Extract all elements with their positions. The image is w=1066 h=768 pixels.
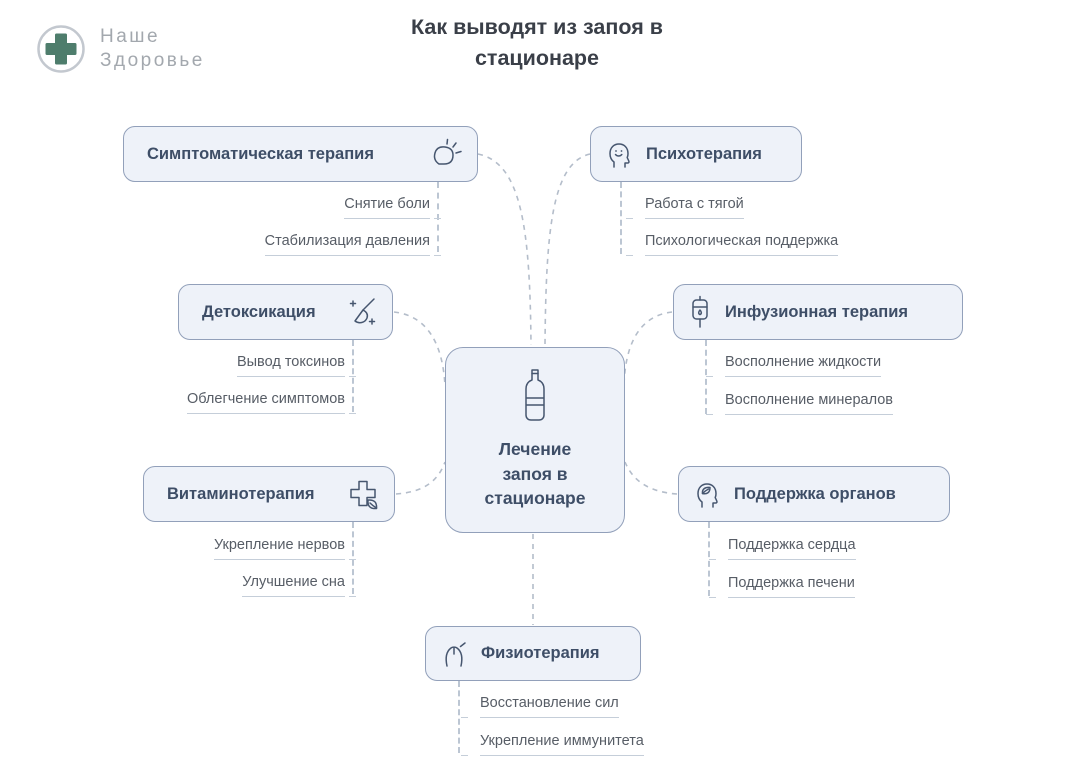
sub-item: Работа с тягой [626,196,744,219]
center-node-treatment: Лечение запоя в стационаре [445,347,625,533]
branch-label: Витаминотерапия [167,484,315,503]
head-smile-icon [604,139,634,169]
branch-dropline [437,182,439,252]
branch-dropline [620,182,622,254]
branch-dropline [352,522,354,594]
sub-item: Улучшение сна [45,574,356,597]
connector-psychotherapy [544,153,591,346]
branch-node-physiotherapy: Физиотерапия [425,626,641,681]
medical-cross-leaf-icon [347,478,379,510]
sub-item: Укрепление нервов [45,537,356,560]
sub-item: Вывод токсинов [45,354,356,377]
branch-node-psychotherapy: Психотерапия [590,126,802,182]
branch-dropline [458,681,460,753]
page-title: Как выводят из запоя в стационаре [411,15,663,71]
sub-item: Восполнение жидкости [705,354,882,377]
branch-label: Симптоматическая терапия [147,144,374,163]
head-leaf-icon [692,479,722,509]
brand-name-line2: Здоровье [100,50,205,71]
connector-organs [624,461,678,495]
brand-name-line1: Наше [100,26,161,48]
branch-label: Поддержка органов [734,484,896,503]
branch-node-detoxification: Детоксикация [178,284,393,340]
sub-item: Снятие боли [130,196,441,219]
sub-item: Восстановление сил [461,695,619,718]
branch-node-symptomatic-therapy: Симптоматическая терапия [123,126,478,182]
sub-item: Психологическая поддержка [625,233,839,256]
sub-item: Восполнение минералов [706,392,893,415]
sub-item: Стабилизация давления [130,233,441,256]
branch-node-vitamin-therapy: Витаминотерапия [143,466,395,522]
branch-dropline [705,340,707,414]
connector-vitamins [395,461,446,495]
sub-item: Укрепление иммунитета [461,733,644,756]
broom-sparkle-icon [345,296,377,328]
iv-drip-icon [687,295,713,329]
sub-item: Поддержка сердца [709,537,856,560]
pain-relief-icon [428,138,462,170]
sub-item: Поддержка печени [709,575,855,598]
branch-node-infusion-therapy: Инфузионная терапия [673,284,963,340]
connector-infusion [623,311,673,387]
brand-name: Наше Здоровье [100,25,205,73]
sub-item: Облегчение симптомов [45,391,356,414]
branch-label: Детоксикация [202,302,316,321]
branch-node-organ-support: Поддержка органов [678,466,950,522]
branch-label: Инфузионная терапия [725,302,908,321]
connector-detoxification [393,311,446,387]
champagne-bottle-icon [522,368,548,427]
branch-dropline [708,522,710,596]
brand-logo: Наше Здоровье [36,24,205,74]
medical-cross-logo-icon [36,24,86,74]
massage-back-icon [439,639,469,669]
branch-label: Психотерапия [646,144,762,163]
connector-symptomatic [477,153,532,346]
center-node-label: Лечение запоя в стационаре [484,439,586,508]
branch-label: Физиотерапия [481,644,600,662]
